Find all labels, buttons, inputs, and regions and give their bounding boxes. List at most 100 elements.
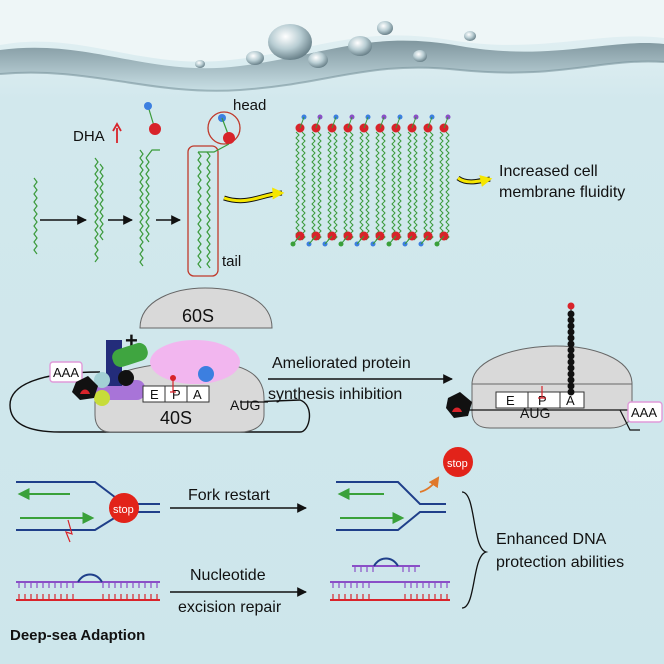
bilayer-head-link — [331, 116, 337, 129]
bilayer-head-link — [356, 235, 365, 245]
bilayer-head-link — [443, 116, 449, 129]
poly-a-tag — [49, 361, 83, 383]
bilayer-head-link — [315, 116, 321, 129]
ner-label-line1: Nucleotide — [190, 567, 266, 584]
ribosome-section: 60S + AAA 40S E P A — [9, 287, 663, 433]
initiation-factor-lime — [94, 390, 110, 406]
start-codon-label: AUG — [230, 397, 260, 413]
yellow-arrow-1 — [223, 187, 285, 203]
fatty-acid-chain — [139, 149, 144, 267]
protein-arrow-line1: Ameliorated protein — [272, 355, 411, 372]
bilayer-head-link — [395, 116, 401, 129]
right-start-codon-label: AUG — [520, 405, 550, 421]
dna-section: stop Fork restart stop Nucleotide excisi… — [16, 447, 624, 616]
site-e: E — [150, 387, 159, 402]
bilayer-tail — [407, 131, 412, 199]
dna-lesion-bulge — [77, 573, 103, 583]
water-droplets — [195, 21, 476, 68]
large-subunit-60s — [139, 287, 273, 329]
bilayer-tail — [381, 131, 386, 199]
sky-band — [0, 0, 664, 62]
right-poly-a-tag — [627, 401, 663, 423]
bilayer-tail — [413, 131, 418, 199]
fatty-acid-chain — [33, 177, 38, 255]
head-circle — [207, 111, 241, 145]
membrane-section: DHA head tail — [33, 97, 625, 277]
water-surface-wave — [0, 40, 664, 91]
bilayer-head-link — [436, 235, 445, 245]
bilayer-tail — [343, 131, 348, 199]
bilayer-head-link — [299, 116, 305, 129]
phospholipid-head — [144, 102, 161, 135]
right-trna-sites: E P A — [495, 386, 585, 409]
protein-arrow-line2: synthesis inhibition — [268, 386, 402, 403]
head-phosphate — [223, 132, 235, 144]
bilayer-tail — [301, 131, 306, 199]
bilayer-tail — [423, 131, 428, 199]
bilayer-head-link — [292, 235, 301, 245]
bilayer-head-link — [388, 235, 397, 245]
initiation-factor-teal — [94, 372, 110, 388]
bilayer-tail — [317, 131, 322, 199]
bilayer-tail — [439, 131, 444, 199]
bilayer-head-link — [420, 235, 429, 245]
dna-damage-bolt — [64, 519, 73, 543]
bilayer-head-link — [324, 235, 333, 245]
bilayer-tail — [365, 131, 370, 199]
large-subunit-label: 60S — [182, 306, 214, 326]
initiation-factor-black — [118, 370, 134, 386]
right-cap-red — [452, 407, 462, 412]
initiation-factor-blue — [198, 366, 214, 382]
bilayer-head-link — [363, 116, 369, 129]
right-poly-a-label: AAA — [631, 405, 657, 420]
bilayer-tail — [311, 131, 316, 199]
yellow-arrow-2 — [457, 175, 493, 187]
bilayer-head-link — [411, 116, 417, 129]
bilayer-tail — [391, 131, 396, 199]
right-site-e: E — [506, 393, 515, 408]
right-site-a: A — [566, 393, 575, 408]
bilayer-tail — [445, 131, 450, 199]
site-a: A — [193, 387, 202, 402]
figure-title: Deep-sea Adaption — [10, 627, 145, 644]
restarted-fork-bottom-strand — [336, 511, 446, 531]
initiation-factor-pink — [150, 340, 240, 384]
bilayer-tail — [333, 131, 338, 199]
bilayer-tail — [295, 131, 300, 199]
fatty-acid-chain — [145, 157, 150, 243]
bilayer-tail — [397, 131, 402, 199]
cap-binding-hexagon — [72, 376, 98, 400]
phospholipid-tail — [197, 151, 202, 269]
stop-sign — [109, 493, 139, 523]
cap-red — [80, 389, 90, 394]
membrane-result-line1: Increased cell — [499, 163, 598, 180]
damaged-dna-duplex — [16, 573, 160, 601]
released-stop-label: stop — [447, 458, 468, 470]
fatty-acid-chain — [94, 157, 99, 263]
translating-ribosome-large — [471, 345, 633, 385]
chain-head-link — [145, 149, 160, 159]
lipid-bilayer — [290, 114, 451, 247]
tail-box — [187, 145, 219, 277]
site-p: P — [172, 387, 181, 402]
bilayer-tail — [349, 131, 354, 199]
poly-a-label: AAA — [53, 365, 79, 380]
bilayer-tail — [327, 131, 332, 199]
phospholipid-tail — [206, 151, 211, 269]
right-site-p: P — [538, 393, 547, 408]
bilayer-head-link — [404, 235, 413, 245]
dna-result-line1: Enhanced DNA — [496, 531, 607, 548]
bilayer-head-link — [308, 235, 317, 245]
result-bracket — [461, 491, 489, 609]
membrane-result-line2: membrane fluidity — [499, 184, 625, 201]
stop-released-arrow — [419, 476, 440, 493]
bilayer-tail — [375, 131, 380, 199]
dha-label: DHA — [73, 128, 105, 145]
nascent-peptide-chain — [567, 306, 575, 396]
fatty-acid-chain — [99, 163, 104, 241]
repaired-dna-duplex — [330, 557, 450, 601]
initiation-factor-green — [112, 342, 148, 368]
trna-sites: E P A — [142, 375, 210, 403]
